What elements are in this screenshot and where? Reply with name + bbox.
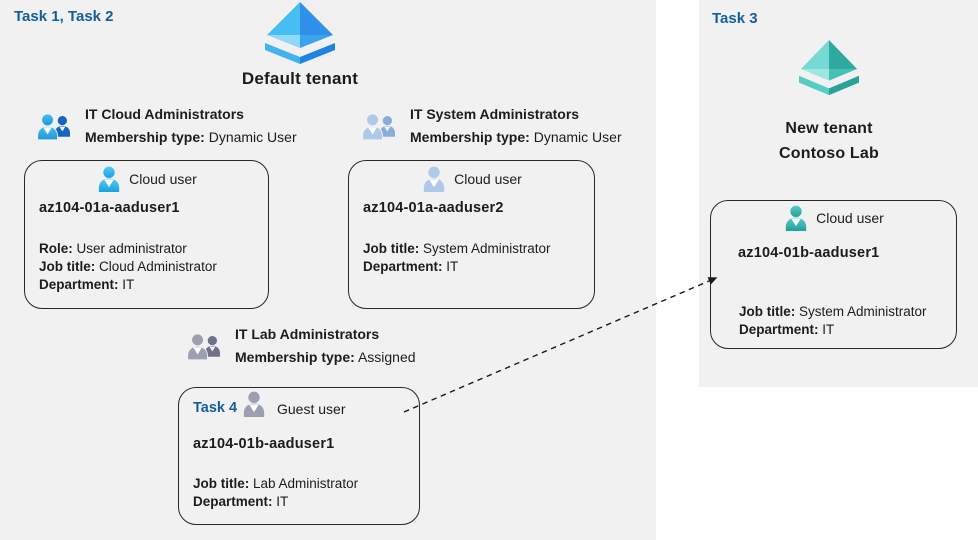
property-line: Role: User administrator — [39, 241, 187, 256]
new-tenant-header: New tenant Contoso Lab — [758, 40, 900, 163]
guest-user-icon — [243, 391, 265, 417]
group-membership: Membership type: Dynamic User — [410, 129, 622, 145]
property-line: Job title: Cloud Administrator — [39, 259, 217, 274]
property-line: Department: IT — [739, 322, 835, 337]
property-line: Department: IT — [193, 494, 289, 509]
cloud-user-icon — [785, 205, 807, 231]
user-name: az104-01a-aaduser2 — [363, 200, 504, 216]
user-properties: Job title: System Administrator Departme… — [363, 240, 551, 276]
user-type-label: Guest user — [277, 401, 346, 417]
new-tenant-cloud-user-card: Cloud user az104-01b-aaduser1 Job title:… — [710, 200, 957, 349]
task-label-4: Task 4 — [193, 400, 238, 416]
default-tenant-title: Default tenant — [241, 69, 359, 88]
user-type-label: Cloud user — [129, 171, 197, 187]
property-line: Job title: System Administrator — [739, 304, 927, 319]
user-group-icon — [37, 113, 71, 141]
group-it-cloud-administrators: IT Cloud Administrators Membership type:… — [36, 105, 297, 146]
group-membership: Membership type: Assigned — [235, 349, 416, 365]
cloud-user-icon — [423, 166, 445, 192]
user-group-icon — [362, 113, 396, 141]
group-it-lab-administrators: IT Lab Administrators Membership type: A… — [186, 325, 416, 366]
cloud-user-card-aaduser1: Cloud user az104-01a-aaduser1 Role: User… — [24, 160, 269, 309]
user-name: az104-01a-aaduser1 — [39, 200, 180, 216]
task-label-3: Task 3 — [712, 10, 758, 27]
new-tenant-title-line1: New tenant — [785, 120, 873, 137]
user-type-label: Cloud user — [454, 171, 522, 187]
azure-ad-tenant-icon — [265, 2, 335, 64]
user-name: az104-01b-aaduser1 — [193, 436, 335, 452]
default-tenant-header: Default tenant — [224, 2, 376, 89]
property-line: Department: IT — [39, 277, 135, 292]
group-it-system-administrators: IT System Administrators Membership type… — [361, 105, 622, 146]
group-name: IT Lab Administrators — [235, 326, 380, 342]
group-name: IT System Administrators — [410, 106, 580, 122]
user-group-icon — [187, 333, 221, 361]
guest-user-card: Task 4 Guest user az104-01b-aaduser1 Job… — [178, 387, 420, 525]
user-name: az104-01b-aaduser1 — [738, 245, 880, 261]
user-properties: Role: User administrator Job title: Clou… — [39, 240, 217, 294]
user-type-label: Cloud user — [816, 210, 884, 226]
property-line: Job title: System Administrator — [363, 241, 551, 256]
new-tenant-title-line2: Contoso Lab — [779, 145, 879, 162]
user-properties: Job title: Lab Administrator Department:… — [193, 475, 358, 511]
cloud-user-card-aaduser2: Cloud user az104-01a-aaduser2 Job title:… — [348, 160, 595, 309]
task-label-1-2: Task 1, Task 2 — [14, 8, 114, 25]
azure-ad-tenant-icon-teal — [799, 40, 859, 96]
cloud-user-icon — [98, 166, 120, 192]
group-name: IT Cloud Administrators — [85, 106, 244, 122]
user-properties: Job title: System Administrator Departme… — [739, 303, 927, 339]
property-line: Department: IT — [363, 259, 459, 274]
property-line: Job title: Lab Administrator — [193, 476, 359, 491]
group-membership: Membership type: Dynamic User — [85, 129, 297, 145]
default-tenant-panel — [0, 0, 656, 540]
